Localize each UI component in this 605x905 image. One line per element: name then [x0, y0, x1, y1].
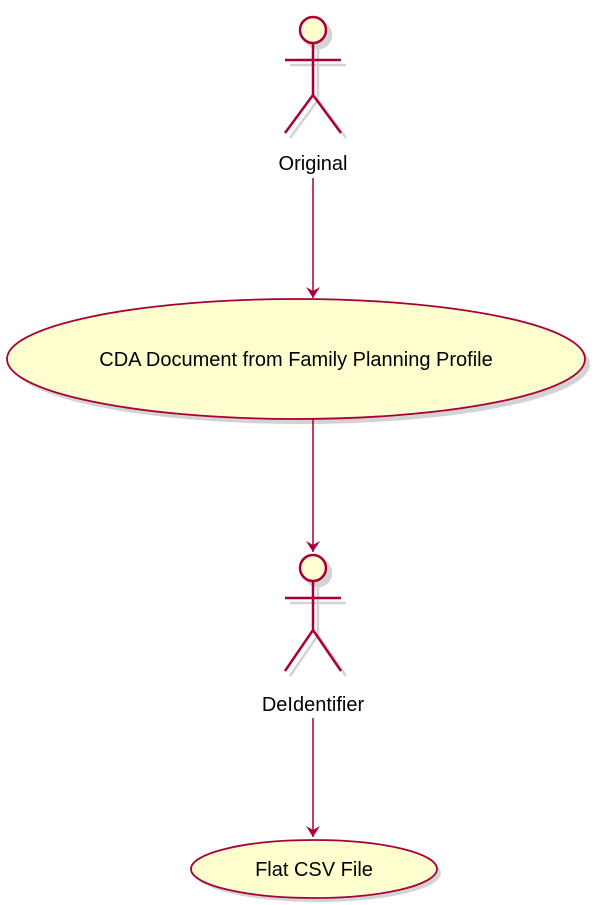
usecase-label-cda-document: CDA Document from Family Planning Profil… — [99, 349, 492, 371]
actor-deidentifier[interactable]: DeIdentifier — [262, 553, 365, 716]
usecase-cda-document[interactable]: CDA Document from Family Planning Profil… — [6, 298, 590, 424]
actor-label-deidentifier: DeIdentifier — [262, 694, 365, 716]
usecase-ellipse — [6, 298, 586, 420]
actor-figure-icon — [283, 553, 343, 672]
actor-figure-icon — [283, 15, 343, 134]
usecase-label-flat-csv: Flat CSV File — [255, 859, 373, 881]
actor-original[interactable]: Original — [279, 15, 348, 175]
actor-label-original: Original — [279, 153, 348, 175]
usecase-flat-csv[interactable]: Flat CSV File — [190, 839, 441, 902]
usecase-ellipse — [190, 839, 438, 899]
